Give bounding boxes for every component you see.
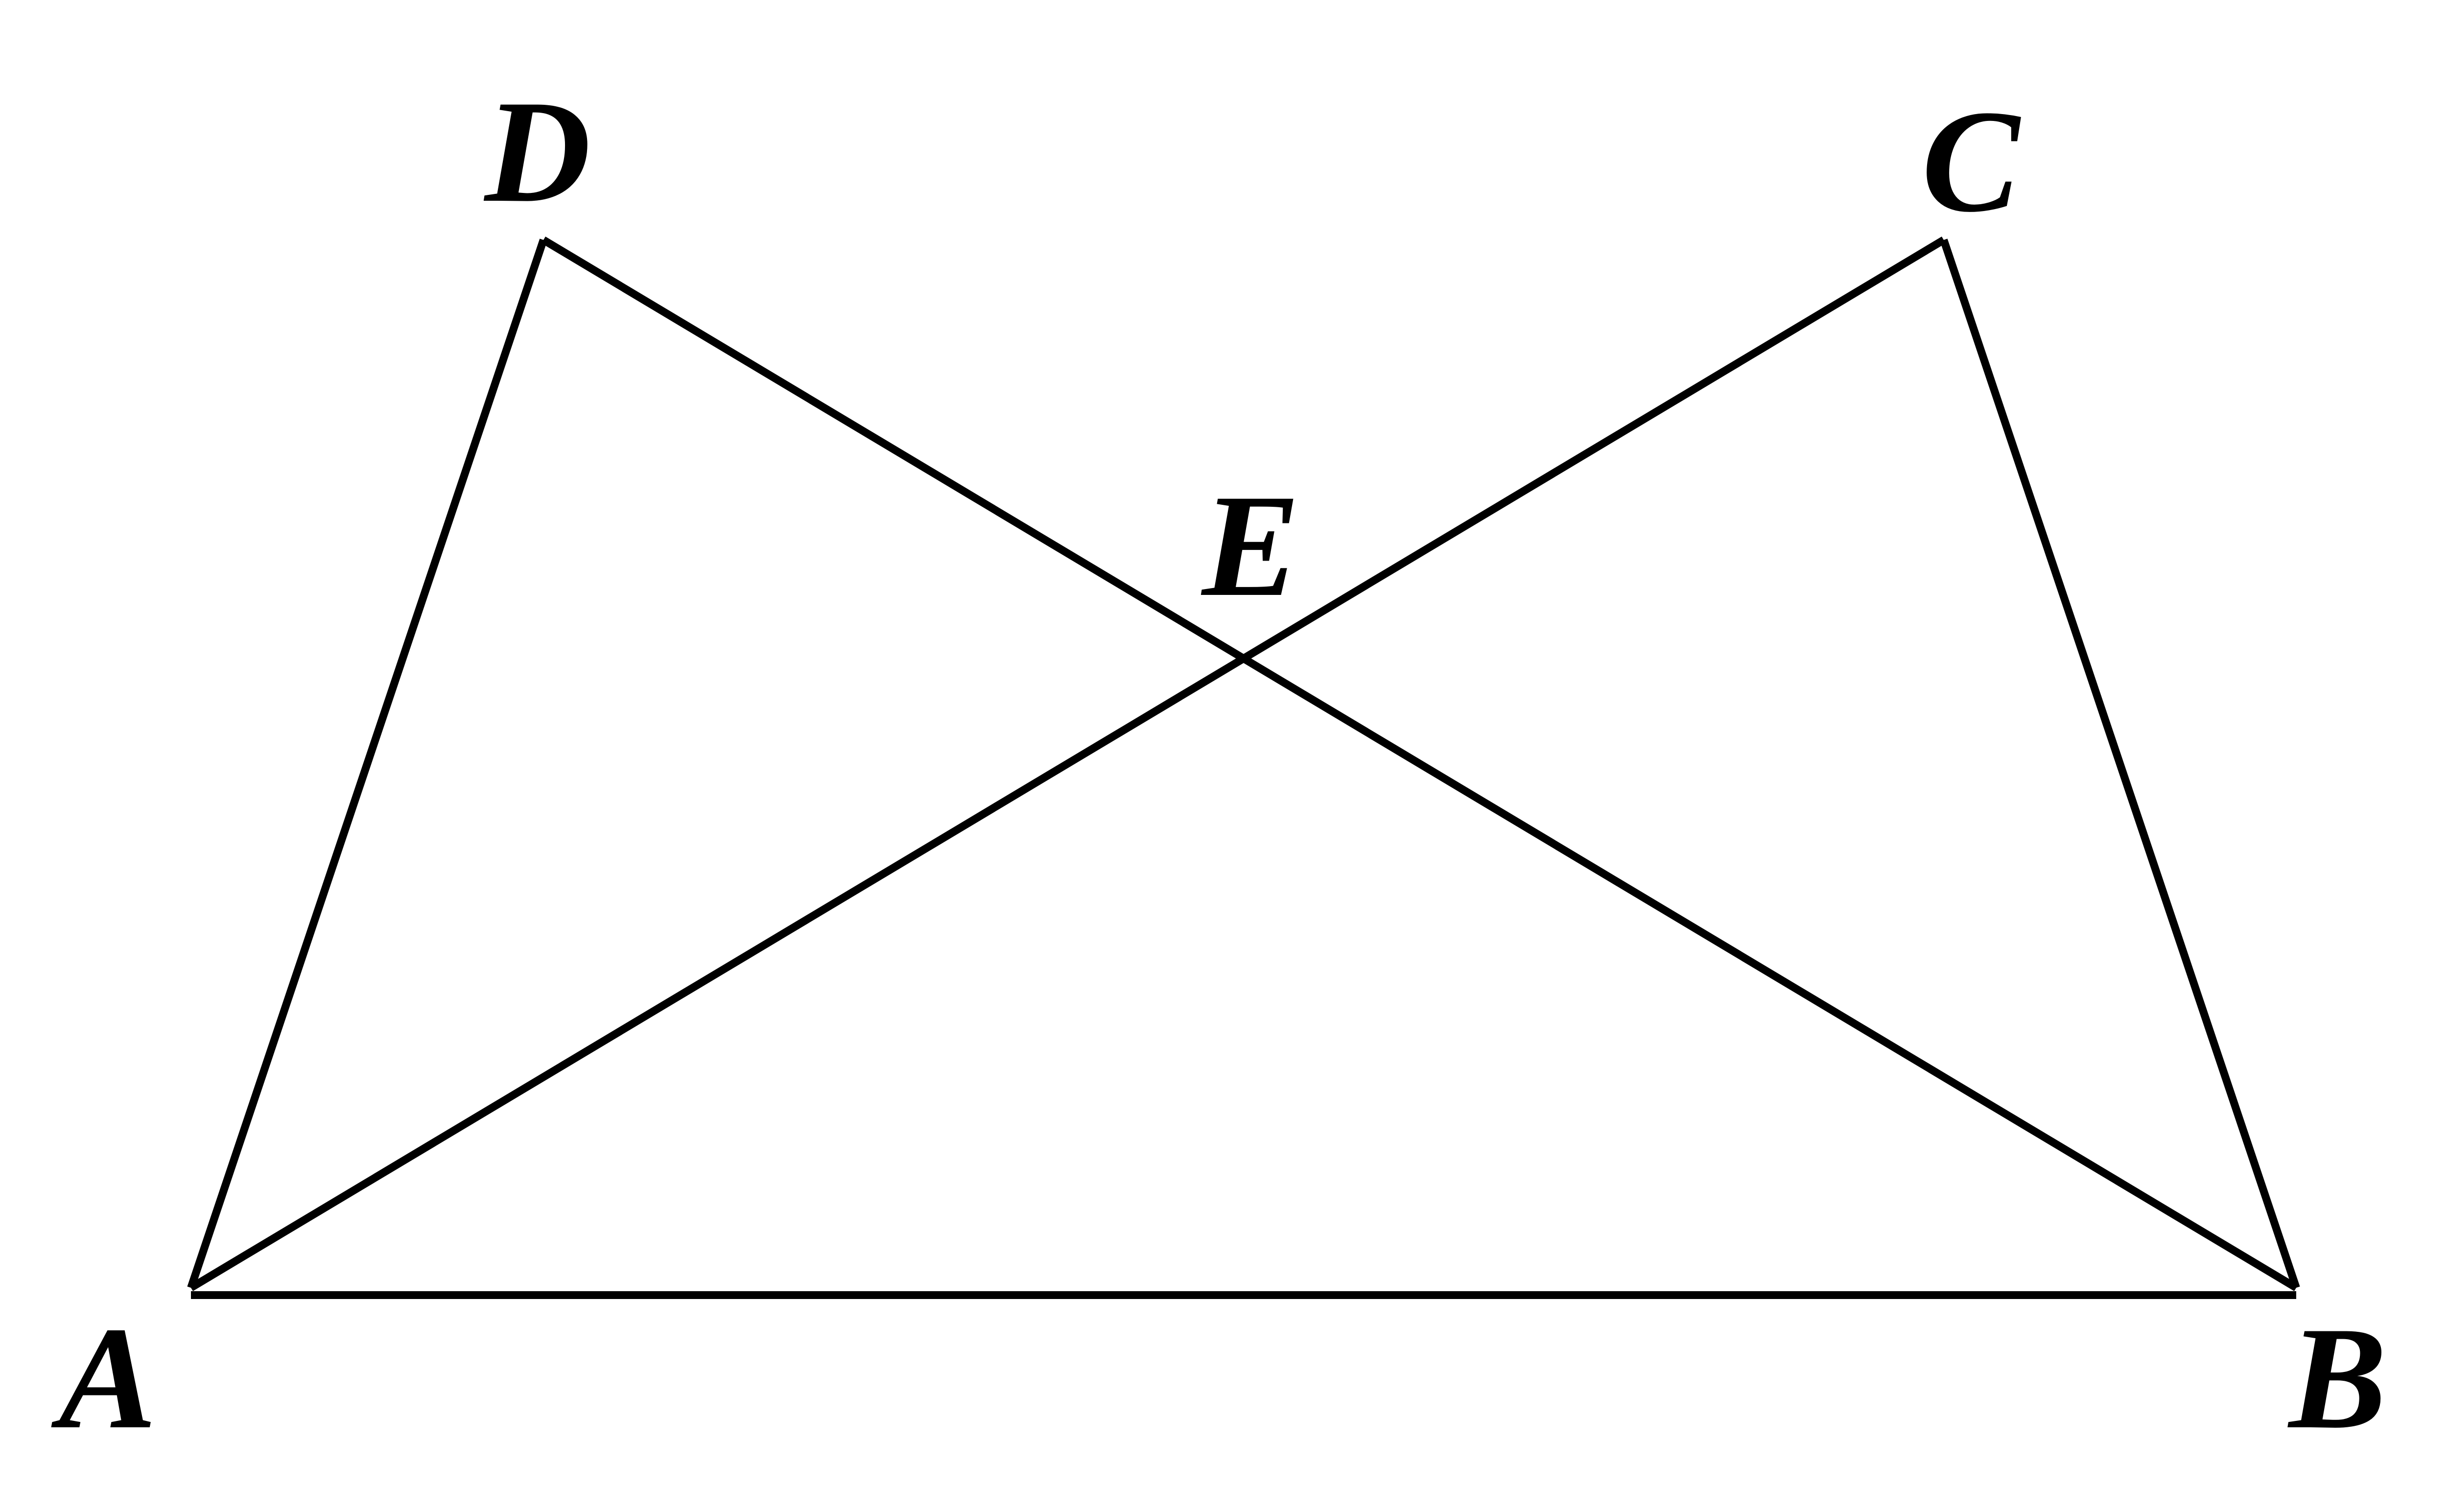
point-label-E: E	[1200, 464, 1300, 627]
point-label-B: B	[2286, 1297, 2387, 1459]
point-label-D: D	[482, 70, 590, 233]
segment-AC	[188, 236, 1946, 1291]
point-label-A: A	[49, 1297, 157, 1459]
segment-AD	[187, 238, 547, 1289]
segment-DB	[541, 236, 2299, 1291]
segment-CB	[1940, 238, 2300, 1289]
point-label-C: C	[1922, 80, 2023, 242]
